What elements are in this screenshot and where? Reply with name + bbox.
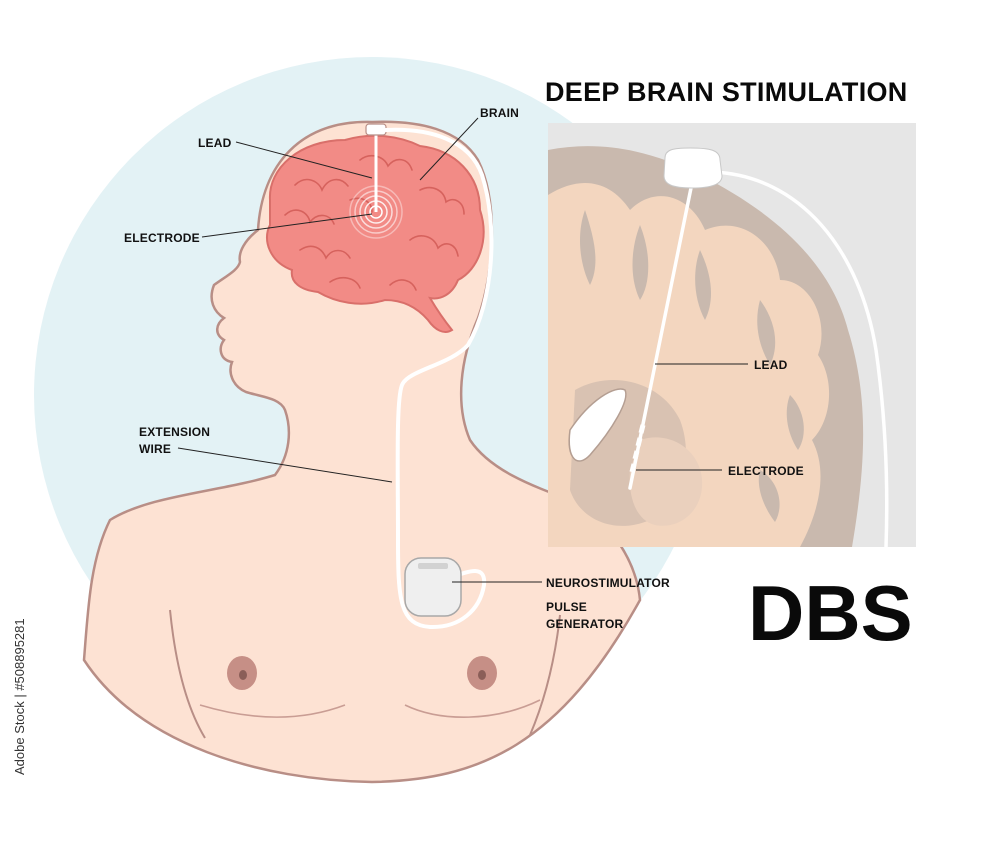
pectoral-line-right	[404, 699, 541, 718]
inset-thalamus	[629, 437, 703, 526]
leader-extension-wire	[177, 447, 393, 483]
leader-lead	[235, 141, 373, 179]
label-brain: BRAIN	[480, 106, 519, 120]
page-title: DEEP BRAIN STIMULATION	[545, 77, 908, 107]
label-electrode: ELECTRODE	[124, 231, 200, 245]
acronym-dbs: DBS	[748, 569, 913, 657]
extension-wire	[384, 127, 494, 630]
label-pulse-generator-line2: GENERATOR	[546, 617, 623, 631]
neurostimulator-header	[418, 563, 448, 569]
inset-wire	[711, 170, 889, 547]
inset-burr-cap	[663, 147, 723, 189]
pectoral-line-left	[199, 704, 346, 718]
label-inset-lead: LEAD	[754, 358, 788, 372]
label-extension-wire-line1: EXTENSION	[139, 425, 210, 439]
inset-electrode-contacts	[629, 424, 646, 473]
leader-lines	[177, 117, 748, 583]
label-pulse-generator-line1: PULSE	[546, 600, 587, 614]
brain	[265, 134, 485, 333]
body-silhouette	[82, 120, 642, 784]
chest-contour-right	[529, 614, 561, 736]
label-inset-electrode: ELECTRODE	[728, 464, 804, 478]
burr-hole-cap	[365, 123, 387, 136]
chest-contour-left	[169, 609, 206, 739]
stock-id-watermark: Adobe Stock | #508895281	[12, 618, 27, 775]
leader-brain	[419, 117, 479, 181]
leader-electrode	[201, 213, 373, 238]
neurostimulator-device	[404, 557, 462, 617]
label-neurostimulator: NEUROSTIMULATOR	[546, 576, 670, 590]
label-lead: LEAD	[198, 136, 232, 150]
label-extension-wire-line2: WIRE	[139, 442, 171, 456]
inset-sulci	[579, 210, 804, 522]
inset-lead	[628, 186, 693, 490]
nipple-right-center	[478, 670, 486, 680]
nipple-left-center	[239, 670, 247, 680]
inset-ventricle	[568, 388, 627, 462]
inset-panel	[548, 123, 916, 547]
brain-folds	[284, 154, 465, 291]
